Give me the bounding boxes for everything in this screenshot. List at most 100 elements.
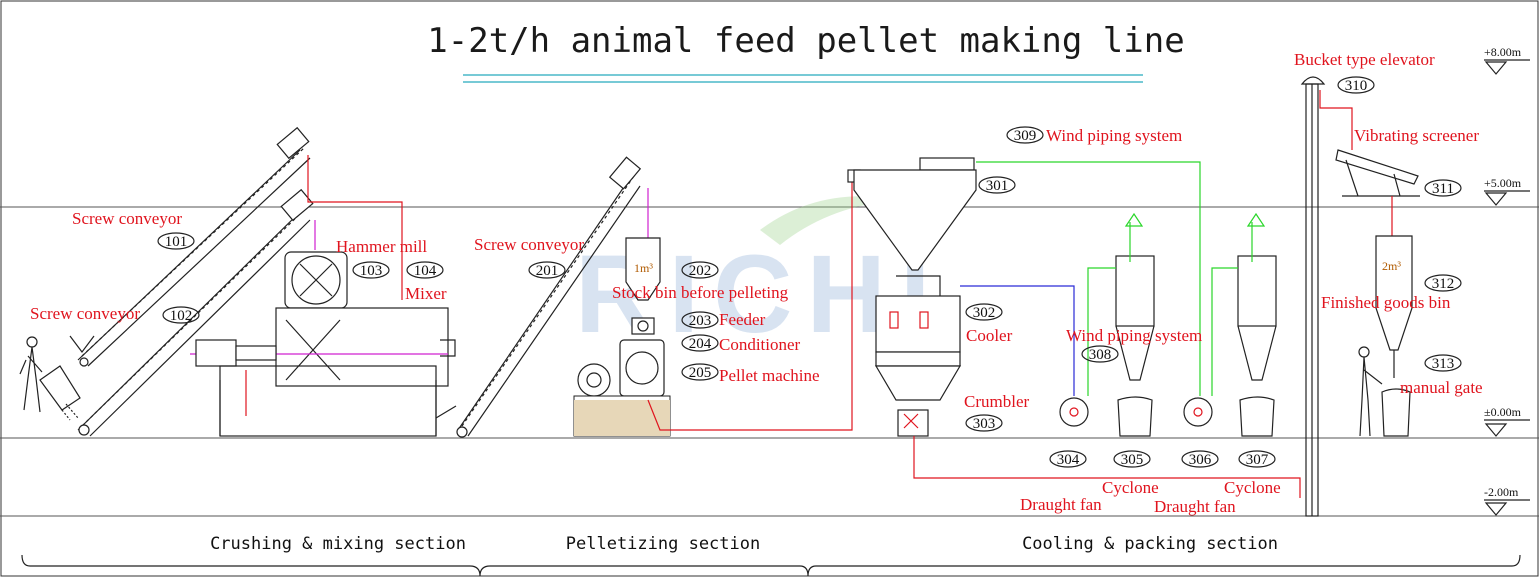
svg-text:Cyclone: Cyclone <box>1224 478 1281 497</box>
svg-text:301: 301 <box>986 178 1009 194</box>
label-202: 202 Stock bin before pelleting <box>612 261 789 302</box>
feed-bag <box>39 365 81 421</box>
svg-text:203: 203 <box>689 313 712 329</box>
vibrating-screener-311 <box>1335 149 1420 236</box>
section-label-cooling: Cooling & packing section <box>1022 534 1278 554</box>
cyclone-305 <box>1087 212 1155 437</box>
label-103: Hammer mill 103 <box>336 237 427 279</box>
svg-text:302: 302 <box>973 305 996 321</box>
wind-pipe <box>976 161 1201 396</box>
label-301: 301 <box>978 176 1016 194</box>
svg-text:311: 311 <box>1432 181 1454 197</box>
label-306: 306 Draught fan <box>1154 450 1236 516</box>
label-309: 309 Wind piping system <box>1006 126 1182 145</box>
label-203: 203 Feeder <box>681 310 766 329</box>
label-312: 312 Finished goods bin <box>1321 274 1462 312</box>
svg-text:205: 205 <box>689 365 712 381</box>
section-label-pelletizing: Pelletizing section <box>566 534 760 554</box>
svg-text:manual gate: manual gate <box>1400 378 1483 397</box>
label-307: 307 Cyclone <box>1224 450 1281 497</box>
material-pipe <box>307 155 403 300</box>
svg-text:204: 204 <box>689 336 712 352</box>
section-label-crushing: Crushing & mixing section <box>210 534 466 554</box>
label-302: 302 Cooler <box>965 303 1013 345</box>
section-brace <box>21 554 1521 577</box>
svg-text:306: 306 <box>1189 452 1212 468</box>
svg-text:-2.00m: -2.00m <box>1484 485 1519 499</box>
wind-pipe <box>960 285 1075 396</box>
label-303: Crumbler 303 <box>964 392 1029 432</box>
svg-text:101: 101 <box>165 234 188 250</box>
cyclone-301 <box>847 157 977 271</box>
svg-text:310: 310 <box>1345 78 1368 94</box>
svg-text:Hammer mill: Hammer mill <box>336 237 427 256</box>
svg-text:309: 309 <box>1014 128 1037 144</box>
svg-text:104: 104 <box>414 263 437 279</box>
svg-text:Feeder: Feeder <box>719 310 766 329</box>
bucket-elevator-310 <box>1300 76 1353 517</box>
label-310: Bucket type elevator 310 <box>1294 50 1435 94</box>
svg-text:Crumbler: Crumbler <box>964 392 1029 411</box>
feeder-203 <box>631 317 655 335</box>
svg-text:+8.00m: +8.00m <box>1484 45 1522 59</box>
worker-figure <box>19 336 43 413</box>
label-101: Screw conveyor 101 <box>72 209 195 250</box>
finished-goods-bin-312: 2m³ <box>1375 235 1413 378</box>
svg-text:202: 202 <box>689 263 712 279</box>
svg-text:103: 103 <box>360 263 383 279</box>
label-201: Screw conveyor 201 <box>474 235 584 279</box>
svg-text:312: 312 <box>1432 276 1455 292</box>
crumbler-303 <box>874 365 962 437</box>
svg-text:Screw conveyor: Screw conveyor <box>30 304 140 323</box>
svg-text:Cooler: Cooler <box>966 326 1013 345</box>
hammer-mill-103 <box>284 251 348 309</box>
svg-text:Cyclone: Cyclone <box>1102 478 1159 497</box>
mixer-104 <box>190 307 456 437</box>
svg-text:2m³: 2m³ <box>1382 259 1401 273</box>
svg-text:Pellet machine: Pellet machine <box>719 366 820 385</box>
svg-text:Vibrating screener: Vibrating screener <box>1354 126 1479 145</box>
label-205: 205 Pellet machine <box>681 363 820 385</box>
stock-bin-202: 1m³ <box>625 237 661 301</box>
svg-text:Mixer: Mixer <box>405 284 447 303</box>
svg-text:304: 304 <box>1057 452 1080 468</box>
screw-conveyor-201 <box>435 156 642 438</box>
diagram-title: 1-2t/h animal feed pellet making line <box>427 21 1184 61</box>
pellet-machine-205 <box>573 339 671 437</box>
svg-text:Stock bin before pelleting: Stock bin before pelleting <box>612 283 789 302</box>
watermark-leaf <box>760 196 900 245</box>
cyclone-307 <box>1211 212 1277 437</box>
label-304: 304 Draught fan <box>1020 450 1102 514</box>
svg-text:Wind piping system: Wind piping system <box>1066 326 1202 345</box>
svg-text:1m³: 1m³ <box>634 261 653 275</box>
screw-conveyor-102 <box>69 188 314 437</box>
svg-text:Wind piping system: Wind piping system <box>1046 126 1182 145</box>
level-marker-5m: +5.00m <box>1484 176 1530 206</box>
svg-text:303: 303 <box>973 416 996 432</box>
svg-text:±0.00m: ±0.00m <box>1484 405 1522 419</box>
label-102: Screw conveyor 102 <box>30 304 200 324</box>
svg-text:Bucket type elevator: Bucket type elevator <box>1294 50 1435 69</box>
svg-text:Conditioner: Conditioner <box>719 335 801 354</box>
level-marker-0m: ±0.00m <box>1484 405 1530 437</box>
svg-text:Screw conveyor: Screw conveyor <box>72 209 182 228</box>
svg-text:Draught fan: Draught fan <box>1154 497 1236 516</box>
draught-fan-306 <box>1183 397 1213 427</box>
svg-text:305: 305 <box>1121 452 1144 468</box>
cooler-302 <box>875 275 961 367</box>
label-313: 313 manual gate <box>1400 354 1483 397</box>
label-104: 104 Mixer <box>405 261 447 303</box>
svg-text:102: 102 <box>170 308 193 324</box>
svg-text:Screw conveyor: Screw conveyor <box>474 235 584 254</box>
svg-text:307: 307 <box>1246 452 1269 468</box>
worker-figure <box>1358 346 1411 437</box>
draught-fan-304 <box>1059 397 1089 427</box>
label-305: 305 Cyclone <box>1102 450 1159 497</box>
svg-text:308: 308 <box>1089 347 1112 363</box>
svg-text:201: 201 <box>536 263 559 279</box>
label-204: 204 Conditioner <box>681 334 801 354</box>
svg-text:Finished goods bin: Finished goods bin <box>1321 293 1451 312</box>
screw-conveyor-101 <box>77 126 311 367</box>
